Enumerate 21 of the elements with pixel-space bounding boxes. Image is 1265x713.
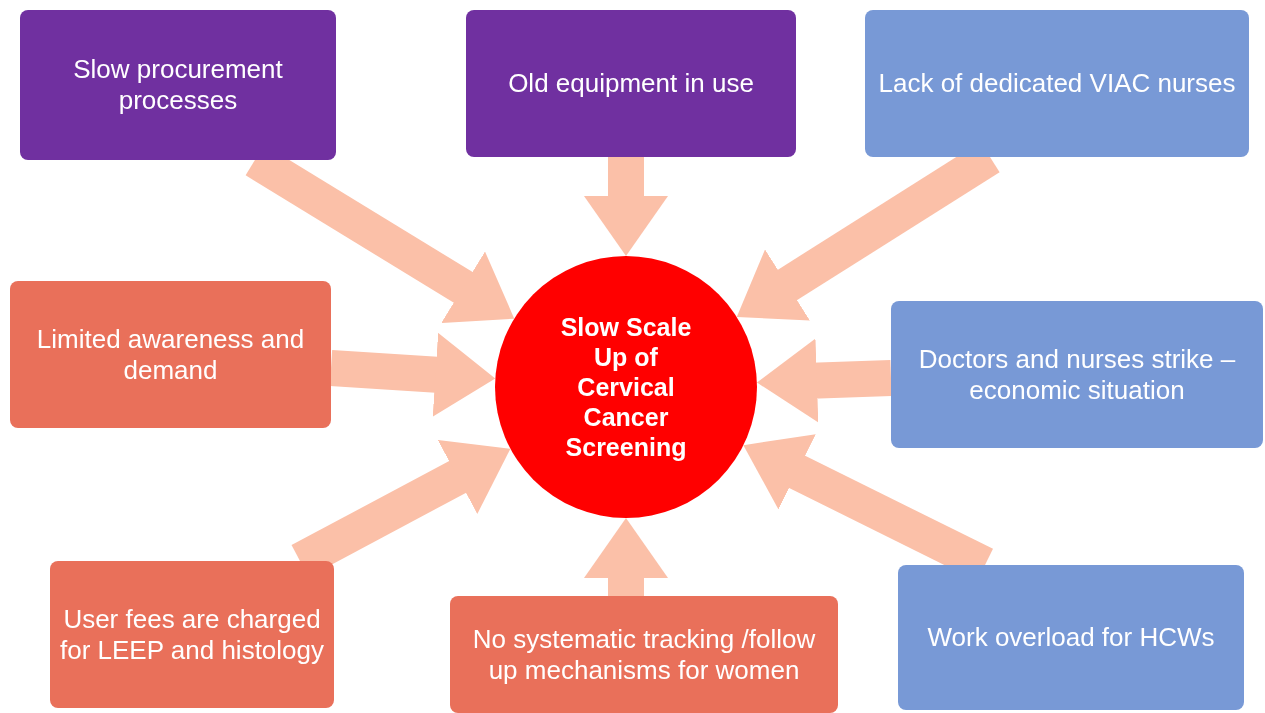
cause-box xyxy=(891,301,1263,448)
cause-text: Slow procurement processes xyxy=(72,54,284,116)
block-arrow xyxy=(584,518,668,596)
cause-text: No systematic tracking /follow up mechanisms for women xyxy=(471,623,817,686)
cause-box xyxy=(898,565,1244,710)
cause-text: Lack of dedicated VIAC nurses xyxy=(878,68,1236,99)
center-title: Slow Scale Up of Cervical Cancer Screening xyxy=(559,312,693,462)
cause-box xyxy=(450,596,838,713)
block-arrow xyxy=(756,338,892,423)
cause-text: Work overload for HCWs xyxy=(927,622,1215,653)
cause-box xyxy=(20,10,336,160)
cause-text: Limited awareness and demand xyxy=(35,323,306,386)
cause-text: Doctors and nurses strike – economic situation xyxy=(917,343,1237,406)
cause-box xyxy=(50,561,334,708)
cause-text: Old equipment in use xyxy=(508,68,754,99)
cause-box xyxy=(10,281,331,428)
block-arrow xyxy=(329,332,497,417)
cause-text: User fees are charged for LEEP and histology xyxy=(59,603,325,666)
block-arrow xyxy=(584,157,668,256)
cause-box xyxy=(865,10,1249,157)
cause-box xyxy=(466,10,796,157)
